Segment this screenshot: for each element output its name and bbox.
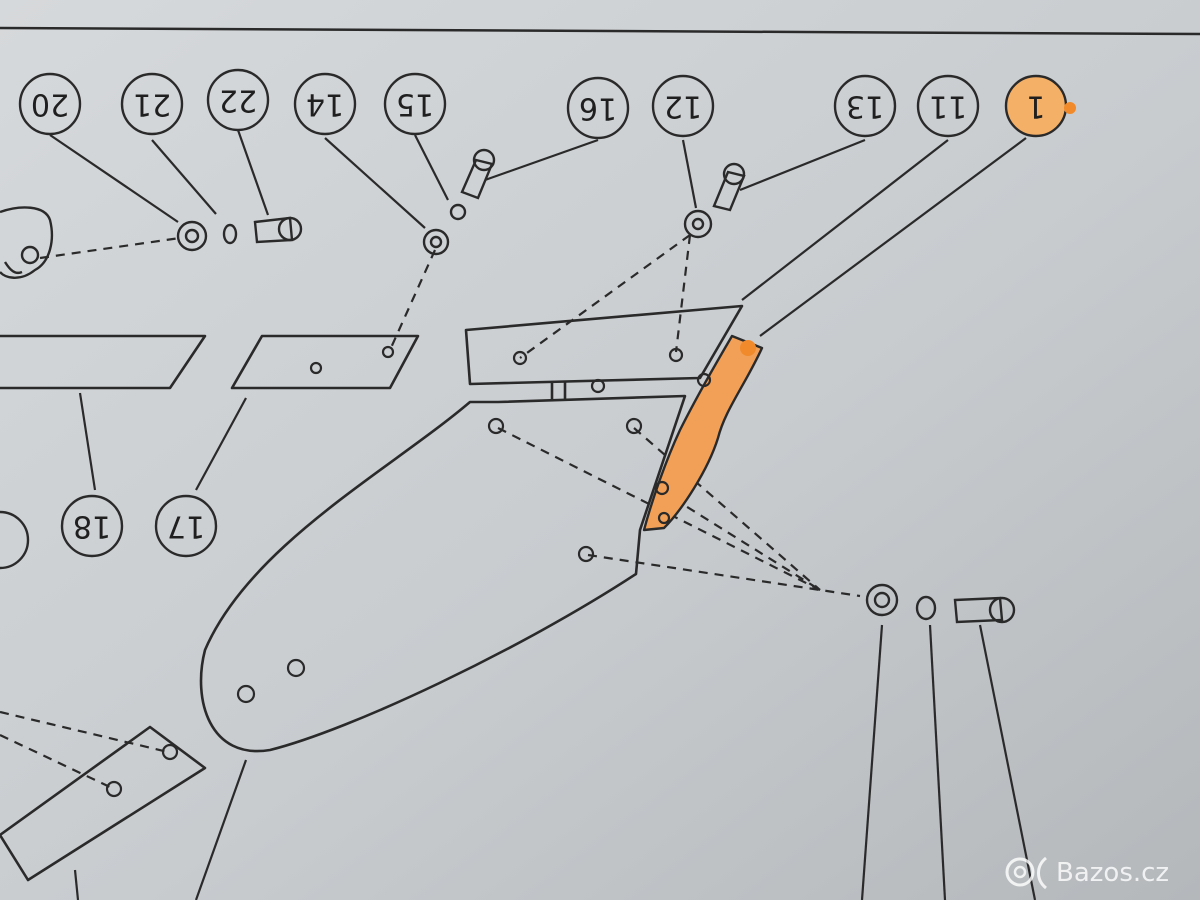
callout-11: 11 bbox=[929, 89, 967, 124]
callout-17: 17 bbox=[167, 509, 205, 544]
callout-21: 21 bbox=[133, 87, 171, 122]
watermark: Bazos.cz bbox=[1005, 856, 1169, 890]
page-border-line bbox=[0, 26, 1200, 36]
callout-labels: 20 21 22 14 15 16 12 13 11 1 18 17 bbox=[31, 83, 1046, 544]
watermark-text: Bazos.cz bbox=[1056, 858, 1169, 888]
callout-bubbles bbox=[0, 68, 1068, 570]
plates bbox=[0, 304, 744, 882]
callout-13: 13 bbox=[846, 89, 884, 124]
fasteners bbox=[0, 148, 1016, 624]
callout-22: 22 bbox=[219, 83, 257, 118]
highlight-tip-mark bbox=[740, 340, 756, 356]
callout-20: 20 bbox=[31, 87, 69, 122]
callout-18: 18 bbox=[73, 509, 111, 544]
watermark-paren-icon bbox=[1037, 856, 1048, 890]
leader-lines bbox=[49, 129, 1037, 900]
callout-16: 16 bbox=[579, 91, 617, 126]
callout-14: 14 bbox=[306, 87, 344, 122]
callout-12: 12 bbox=[664, 89, 702, 124]
callout-1-highlight-dot bbox=[1064, 102, 1076, 114]
main-blade-body bbox=[199, 394, 687, 753]
holes bbox=[105, 345, 712, 798]
highlighted-arm-part bbox=[642, 334, 764, 532]
callout-15: 15 bbox=[396, 87, 434, 122]
callout-1: 1 bbox=[1026, 89, 1045, 124]
watermark-at-icon bbox=[1005, 857, 1035, 887]
